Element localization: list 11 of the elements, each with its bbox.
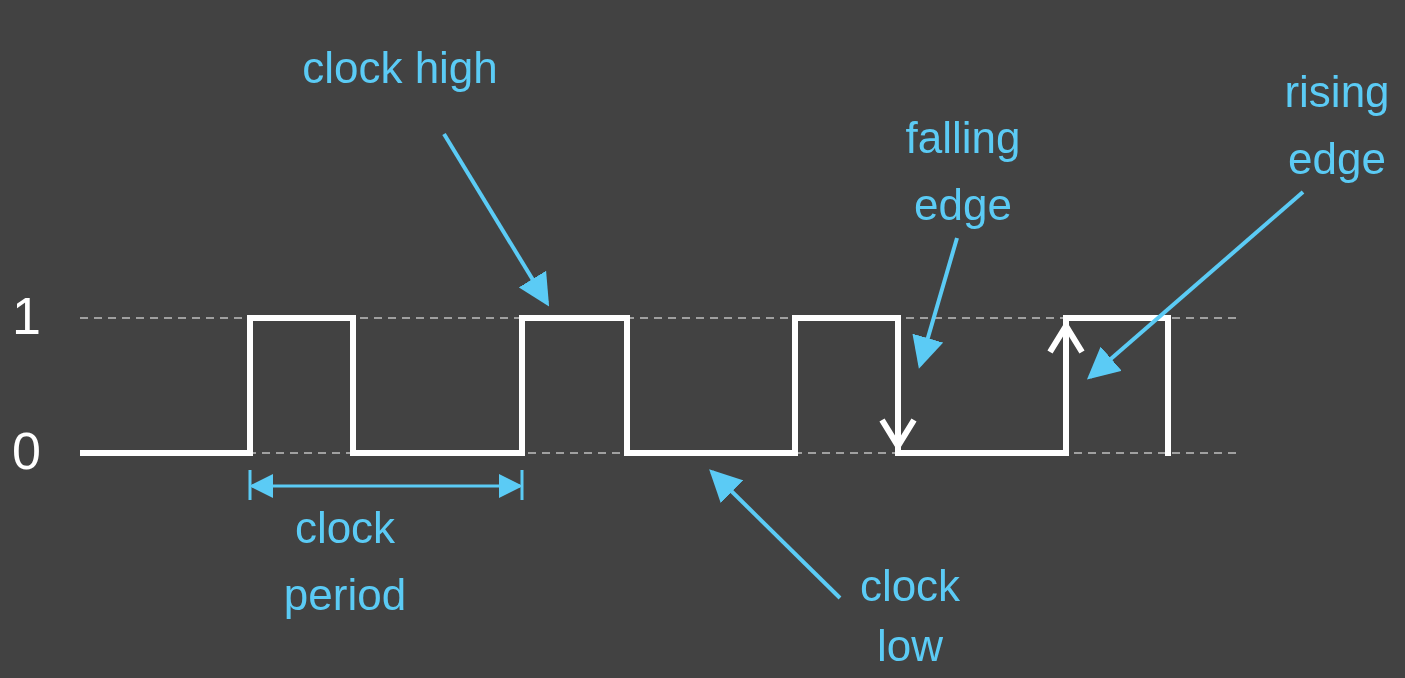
callout-text: clock high xyxy=(302,41,498,94)
leader-line xyxy=(442,132,550,307)
leader-line xyxy=(1087,190,1305,380)
level-label: 0 xyxy=(12,421,41,482)
callout-text: falling edge xyxy=(904,112,1022,231)
level-label: 1 xyxy=(12,286,41,347)
leader-line xyxy=(912,237,959,369)
callout-text: clock low xyxy=(858,560,962,672)
leader-line xyxy=(709,469,842,600)
dimension-label: clock period xyxy=(282,502,408,621)
callout-text: rising edge xyxy=(1283,66,1391,185)
